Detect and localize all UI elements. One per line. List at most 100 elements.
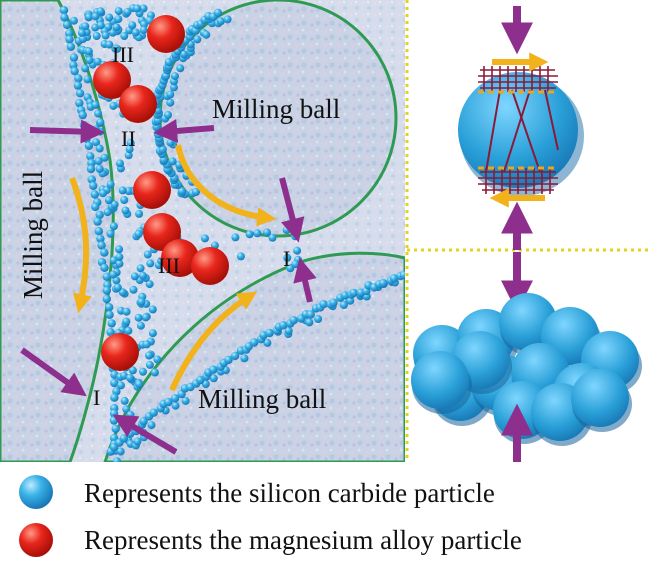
sic-particle <box>95 144 104 153</box>
sic-particle <box>96 21 105 30</box>
sic-particle <box>171 72 179 81</box>
sic-particle <box>113 44 122 53</box>
sic-particle <box>65 35 74 44</box>
mg-particle <box>119 85 157 123</box>
sic-particle <box>128 21 137 30</box>
sic-particle <box>122 317 131 326</box>
sic-particle <box>305 318 314 327</box>
zone-label-III-lower: III <box>158 253 180 278</box>
sic-particle <box>75 98 84 108</box>
legend-label-magnesium-alloy: Represents the magnesium alloy particle <box>84 525 522 555</box>
sic-particle <box>66 42 76 51</box>
fracture-cracks <box>485 89 559 173</box>
sic-particle <box>170 394 180 403</box>
sic-particle <box>135 209 144 218</box>
sic-particle <box>101 31 110 40</box>
sic-particle <box>413 269 421 277</box>
sic-particle <box>75 89 85 98</box>
sic-particle <box>77 28 86 37</box>
flow-arrow-upper <box>175 144 277 227</box>
milling-ball-left-label: Milling ball <box>18 171 48 299</box>
sic-particle <box>60 13 69 22</box>
sic-particle <box>70 67 79 76</box>
sic-particle <box>109 416 119 425</box>
sic-particle <box>314 315 323 323</box>
sic-particle <box>134 313 143 322</box>
sic-particle <box>291 232 300 241</box>
sic-particle <box>164 397 173 407</box>
sic-particle <box>240 354 249 363</box>
sic-particle <box>128 366 137 375</box>
zone-label-II: II <box>121 126 136 151</box>
sic-particle <box>110 378 119 388</box>
sic-particle <box>118 186 127 195</box>
sic-particle <box>91 12 100 21</box>
sic-particle <box>289 316 298 325</box>
milling-ball-bottom-label: Milling ball <box>198 384 326 414</box>
sic-particle <box>81 64 90 73</box>
sic-particle <box>116 159 124 168</box>
sic-particle <box>279 321 288 330</box>
force-arrow-contact-bottom <box>293 257 317 303</box>
sic-particle <box>319 300 328 309</box>
force-arrow-left-II <box>29 119 105 144</box>
sic-particle <box>124 326 133 335</box>
sic-particle <box>105 40 114 49</box>
silicon-carbide-particle-icon <box>19 475 53 509</box>
sic-particle <box>245 230 254 239</box>
sic-particle <box>201 234 209 243</box>
sic-particle <box>166 98 175 107</box>
sic-particle <box>140 20 148 29</box>
legend: Represents the silicon carbide particle … <box>19 475 522 557</box>
sic-particle <box>103 208 112 217</box>
sic-particle <box>112 457 122 462</box>
legend-label-silicon-carbide: Represents the silicon carbide particle <box>84 478 495 508</box>
sic-particle <box>250 338 259 347</box>
sic-particle <box>340 291 350 300</box>
sic-particle <box>96 7 105 16</box>
sic-particle <box>148 329 157 338</box>
sic-particle <box>59 6 69 15</box>
sic-particle <box>84 47 93 56</box>
sic-particle <box>105 310 114 319</box>
sic-particle <box>86 152 95 161</box>
sic-particle <box>263 228 271 237</box>
sic-particle <box>93 57 102 66</box>
milling-zone-panel: Milling ball Milling ball Milling ball I… <box>0 0 421 462</box>
sic-particle <box>282 226 291 234</box>
sic-particle <box>268 233 277 242</box>
cluster-sic-particle <box>571 369 629 427</box>
sic-particle <box>102 286 112 295</box>
sic-particle <box>145 360 154 369</box>
sic-particle <box>124 151 133 160</box>
sic-particle <box>153 355 162 364</box>
sic-particle <box>283 253 292 262</box>
sic-particle <box>177 187 187 196</box>
sic-particle <box>126 373 134 382</box>
mg-particle <box>133 171 171 209</box>
sic-particle <box>84 13 93 21</box>
sic-particle <box>106 180 115 189</box>
mg-particle <box>93 61 131 99</box>
sic-particle <box>115 245 124 254</box>
sic-particle <box>137 297 146 306</box>
sic-particle <box>122 307 131 316</box>
sic-particle <box>115 253 124 261</box>
sic-particle <box>120 32 129 40</box>
sic-particle <box>125 145 134 154</box>
contact-label-I-bottom: I <box>93 385 100 410</box>
sic-particle <box>109 222 118 231</box>
sic-particle <box>84 141 94 150</box>
sic-particle <box>109 101 118 110</box>
sic-particle <box>147 421 156 430</box>
sic-particle <box>224 355 233 365</box>
sic-particle <box>114 15 123 24</box>
sic-particle <box>176 64 185 73</box>
sic-particle <box>171 401 180 410</box>
sic-particle <box>90 190 100 199</box>
sic-particle <box>83 75 92 84</box>
sic-particle <box>110 200 119 209</box>
sic-particle <box>79 35 87 43</box>
silicon-carbide-particles <box>59 4 421 462</box>
sic-particle <box>149 408 158 417</box>
